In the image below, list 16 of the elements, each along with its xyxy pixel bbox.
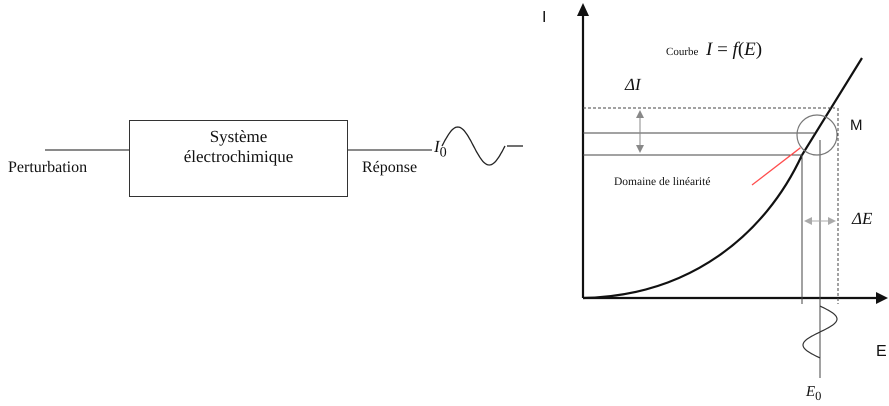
- annotation-text: Domaine de linéarité: [614, 176, 754, 192]
- delta-label: ΔI: [625, 76, 641, 93]
- signal-label: E$_{0}$: [806, 385, 822, 402]
- point-label: M: [850, 118, 862, 133]
- signal-label: Réponse: [362, 160, 418, 176]
- signal-label: Perturbation: [8, 160, 88, 176]
- curve-label: Courbe: [666, 47, 698, 58]
- signal-label: I$_{0}$: [434, 138, 456, 158]
- process-box: Système électrochimique: [129, 120, 348, 197]
- axis-label: I: [542, 10, 546, 26]
- axis-label: E: [876, 344, 887, 360]
- signal-line: [45, 149, 129, 151]
- equation-label: I = f(E): [706, 40, 762, 59]
- leader-line: [752, 147, 801, 186]
- leader-line: [348, 149, 432, 151]
- delta-label: ΔE: [852, 210, 872, 227]
